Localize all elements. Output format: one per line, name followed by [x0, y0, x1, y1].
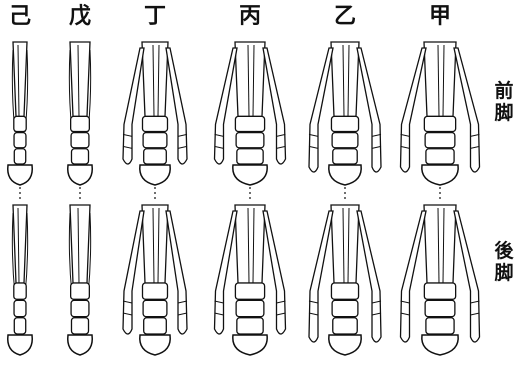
leg-hind-5 — [401, 205, 480, 355]
cannon-bone — [331, 42, 359, 116]
column-label-1: 戊 — [62, 3, 98, 29]
phalanx — [14, 149, 25, 164]
phalanx — [332, 300, 358, 316]
cannon-bone — [70, 42, 90, 116]
hoof — [8, 165, 33, 185]
phalanx — [14, 318, 25, 334]
leg-front-2 — [123, 42, 187, 202]
side-toe-left — [215, 211, 238, 334]
cannon-bone — [142, 42, 168, 116]
phalanx — [14, 116, 26, 131]
column-label-5: 甲 — [422, 3, 458, 29]
side-toe-right — [263, 211, 286, 334]
phalanx — [333, 149, 357, 164]
side-toe-right — [454, 48, 480, 172]
cannon-bone — [70, 205, 90, 283]
phalanx — [333, 318, 357, 334]
phalanx — [14, 133, 26, 148]
phalanx — [143, 133, 167, 148]
side-toe-left — [401, 211, 427, 342]
phalanx — [144, 318, 167, 334]
cannon-bone — [13, 205, 27, 283]
cannon-bone — [142, 205, 168, 283]
side-toe-left — [401, 48, 427, 172]
hoof — [68, 335, 93, 355]
phalanx — [236, 300, 264, 316]
phalanx — [71, 149, 88, 164]
side-toe-left — [309, 48, 333, 172]
phalanx — [426, 149, 454, 164]
phalanx — [235, 283, 264, 299]
phalanx — [71, 283, 90, 299]
phalanx — [143, 283, 168, 299]
hoof — [140, 335, 170, 355]
leg-front-4 — [309, 42, 381, 202]
side-toe-right — [357, 48, 381, 172]
phalanx — [237, 149, 263, 164]
hoof — [8, 335, 33, 355]
phalanx — [425, 300, 455, 316]
side-toe-left — [309, 211, 333, 342]
phalanx — [424, 116, 455, 131]
phalanx — [143, 116, 168, 131]
phalanx — [144, 149, 167, 164]
side-toe-right — [357, 211, 381, 342]
hoof — [233, 165, 267, 185]
cannon-bone — [13, 42, 27, 116]
cannon-bone — [235, 205, 265, 283]
leg-hind-0 — [8, 205, 33, 355]
column-label-4: 乙 — [327, 3, 363, 29]
phalanx — [424, 283, 455, 299]
leg-front-3 — [215, 42, 286, 202]
phalanx — [426, 318, 454, 334]
phalanx — [425, 133, 455, 148]
cannon-bone — [235, 42, 265, 116]
column-label-3: 丙 — [232, 3, 268, 29]
row-label-hind: 後脚 — [492, 240, 516, 284]
cannon-bone — [331, 205, 359, 283]
column-label-0: 己 — [2, 3, 38, 29]
leg-front-1 — [68, 42, 93, 202]
side-toe-right — [166, 211, 187, 334]
phalanx — [236, 133, 264, 148]
cannon-bone — [424, 205, 456, 283]
phalanx — [71, 318, 88, 334]
hoof — [233, 335, 267, 355]
leg-hind-2 — [123, 205, 187, 355]
hoof — [422, 335, 458, 355]
phalanx — [235, 116, 264, 131]
side-toe-right — [454, 211, 480, 342]
phalanx — [71, 133, 89, 148]
phalanx — [331, 283, 358, 299]
phalanx — [331, 116, 358, 131]
hoof — [329, 165, 361, 185]
hoof — [329, 335, 361, 355]
phalanx — [14, 283, 26, 299]
row-label-front: 前脚 — [492, 80, 516, 124]
column-label-2: 丁 — [137, 3, 173, 29]
cannon-bone — [424, 42, 456, 116]
side-toe-left — [123, 211, 144, 334]
hoof — [140, 165, 170, 185]
phalanx — [71, 116, 90, 131]
leg-hind-3 — [215, 205, 286, 355]
leg-front-5 — [401, 42, 480, 202]
hoof — [68, 165, 93, 185]
phalanx — [71, 300, 89, 316]
phalanx — [14, 300, 26, 316]
leg-front-0 — [8, 42, 33, 202]
phalanx — [237, 318, 263, 334]
hoof — [422, 165, 458, 185]
leg-hind-4 — [309, 205, 381, 355]
phalanx — [143, 300, 167, 316]
leg-hind-1 — [68, 205, 93, 355]
phalanx — [332, 133, 358, 148]
